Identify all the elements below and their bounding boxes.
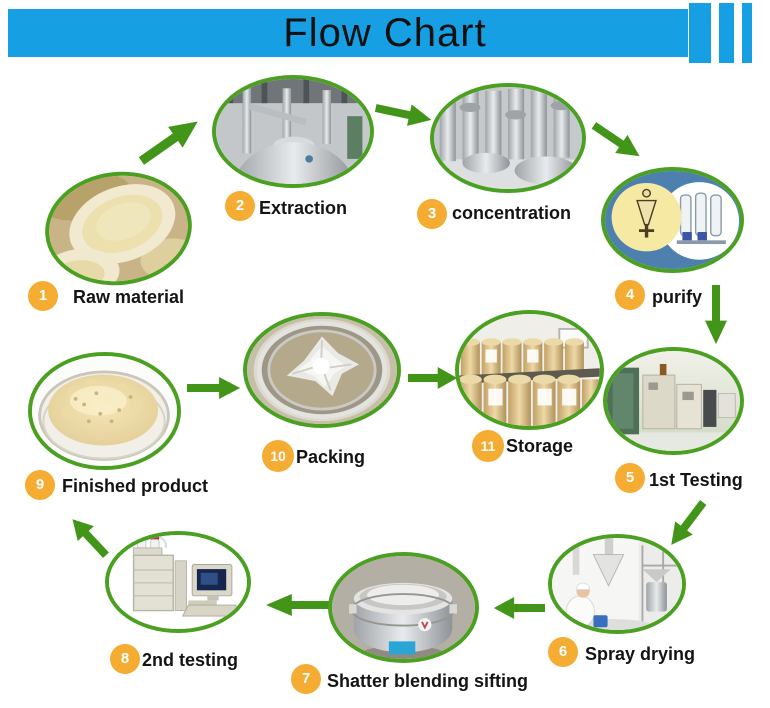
step-label-11: Storage [506,436,574,456]
step-label-10: Packing [296,447,366,467]
arrow-6-7 [493,595,545,621]
step-image-raw-material [39,164,198,293]
spray-drying-illustration [552,538,682,630]
step-badge-5: 5 [615,463,645,493]
step-image-concentration [430,83,586,193]
arrow-7-8 [265,592,331,618]
step-badge-1: 1 [28,281,58,311]
concentration-illustration [434,87,582,189]
arrow-9-10 [187,375,241,401]
step-label-6: Spray drying [585,644,696,664]
step-badge-9: 9 [25,470,55,500]
step-label-9: Finished product [62,476,208,496]
step-badge-2: 2 [225,191,255,221]
step-label-2: Extraction [259,198,348,218]
step-image-storage [455,310,604,430]
step-label-7: Shatter blending sifting [327,671,528,691]
step-label-5: 1st Testing [649,470,743,490]
step-image-spray-drying [548,534,686,634]
step-image-extraction [212,75,374,188]
arrow-3-4 [587,115,648,168]
step-badge-3: 3 [417,199,447,229]
step-label-4: purify [652,287,703,307]
sifting-illustration [332,556,475,659]
step-image-1st-testing [603,347,744,455]
step-badge-7: 7 [291,664,321,694]
step-image-purify [601,167,744,273]
finished-product-illustration [32,356,177,466]
header-stripe [719,3,734,63]
step-badge-10: 10 [262,440,294,472]
packing-illustration [247,316,397,424]
step-label-3: concentration [452,203,572,223]
arrow-4-5 [703,285,729,345]
arrow-5-6 [660,495,713,554]
step-label-8: 2nd testing [142,650,239,670]
raw-material-illustration [43,169,194,288]
step-badge-4: 4 [615,280,645,310]
second-testing-illustration [109,535,247,629]
first-testing-illustration [607,351,740,451]
step-image-finished-product [28,352,181,470]
page-title: Flow Chart [283,11,487,55]
step-badge-8: 8 [110,644,140,674]
extraction-illustration [216,79,370,184]
storage-illustration [459,314,600,426]
step-badge-6: 6 [548,637,578,667]
purify-illustration [605,171,740,269]
arrow-8-9 [62,510,115,564]
header-bar [8,9,688,57]
step-image-2nd-testing [105,531,251,633]
step-badge-11: 11 [472,430,504,462]
header-stripe [742,3,752,63]
step-image-sifting [328,552,479,663]
arrow-2-3 [373,95,435,132]
header-stripe [689,3,711,63]
arrow-10-11 [408,365,458,391]
step-image-packing [243,312,401,428]
step-label-1: Raw material [73,287,185,307]
arrow-1-2 [133,109,208,174]
